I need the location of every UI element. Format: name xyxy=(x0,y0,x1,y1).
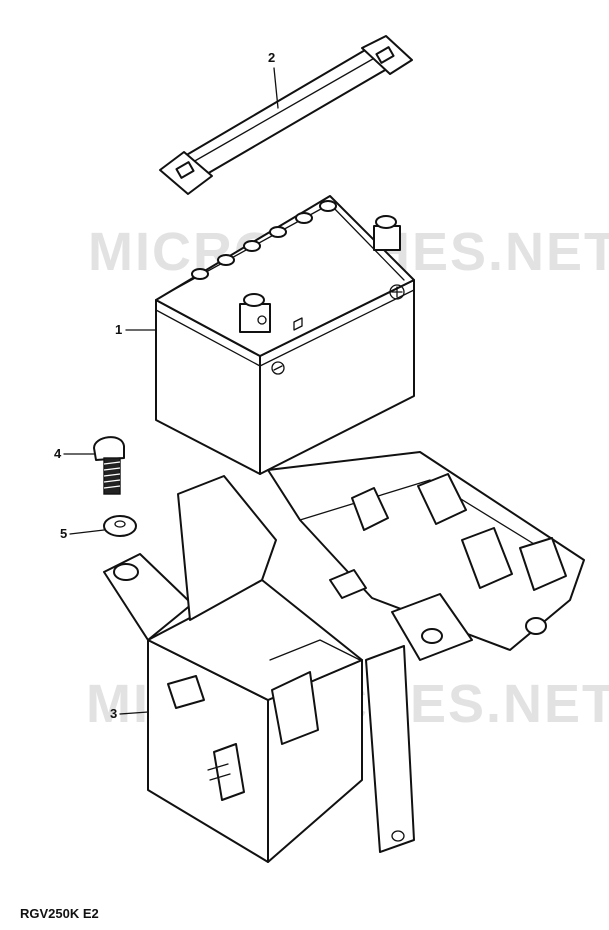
callout-5: 5 xyxy=(60,526,105,541)
battery-strap xyxy=(159,35,413,195)
bolt xyxy=(93,436,125,495)
model-code: RGV250K E2 xyxy=(20,906,99,921)
callout-3: 3 xyxy=(110,706,149,721)
washer xyxy=(103,515,137,537)
callout-1: 1 xyxy=(115,322,157,337)
callout-label-1: 1 xyxy=(115,322,122,337)
battery xyxy=(155,195,415,475)
callout-label-3: 3 xyxy=(110,706,117,721)
callout-label-4: 4 xyxy=(54,446,62,461)
cell-caps xyxy=(191,200,337,280)
callout-4: 4 xyxy=(54,446,95,461)
callout-2: 2 xyxy=(268,50,279,109)
callout-label-2: 2 xyxy=(268,50,275,65)
battery-terminal-positive xyxy=(373,215,401,251)
callout-label-5: 5 xyxy=(60,526,67,541)
battery-terminal-negative xyxy=(239,293,271,333)
battery-holder xyxy=(103,451,585,863)
